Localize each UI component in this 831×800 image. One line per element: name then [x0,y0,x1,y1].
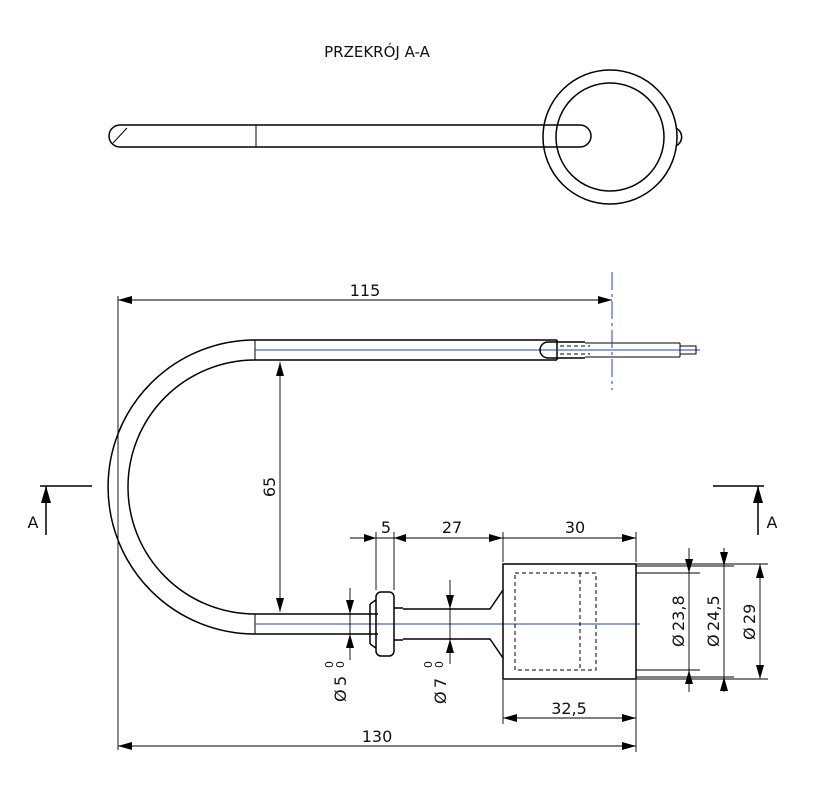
u-wire-outer [107,339,256,635]
dim-d7-text: 7 [431,678,450,688]
section-rod [108,124,545,148]
dim-d5-symbol: Ø [331,689,350,702]
dim-130-arrow-left [118,742,132,750]
dim-d5-tol-lower: 0 [334,661,347,668]
dim-130-arrow-right [622,742,636,750]
u-wire-inner [127,359,256,615]
top-leg-hidden [560,345,590,355]
dim-115-arrow-left [118,296,132,304]
front-view [107,272,700,680]
dim-d24-5-symbol: Ø [704,634,723,647]
dimensions: 115 65 130 5 27 30 32,5 Ø [117,281,768,752]
dim-d23-8-arrow-top [685,559,693,573]
dim-d29-text: 29 [740,604,759,624]
dim-130-text: 130 [362,727,393,746]
section-marker-left-arrow [41,486,51,503]
dim-d24-5-arrow-bottom [720,677,728,691]
dim-d29-arrow-bottom [756,665,764,679]
dim-d23-8-symbol: Ø [669,634,688,647]
rod-hook [545,124,592,148]
section-title: PRZEKRÓJ A-A [324,42,430,61]
top-leg-extension [585,342,697,358]
dim-27-text: 27 [442,518,462,537]
dim-d7-tol-lower: 0 [433,661,446,668]
dim-115-text: 115 [350,281,381,300]
dim-d23-8-arrow-bottom [685,670,693,684]
dim-65-arrow-bottom [276,598,284,612]
section-marker-right-label: A [767,513,778,532]
ring-tab [675,127,683,147]
rod-end-slot [112,127,128,144]
neck-shaft [403,589,504,659]
dim-d5-arrow-top [346,600,354,614]
dim-32-5-text: 32,5 [551,699,587,718]
cap-bore [514,572,597,671]
dim-d23-8-text: 23,8 [669,595,688,631]
dim-30-text: 30 [565,518,585,537]
dim-d5-arrow-bottom [346,634,354,648]
ring-inner [555,82,665,192]
dim-115-arrow-right [598,296,612,304]
dim-5-arrow-left [364,534,376,542]
dim-d5-text: 5 [331,676,350,686]
cap [502,563,637,680]
dim-32-5-arrow-left [503,714,517,722]
ring-outer [542,69,678,205]
dim-d24-5-arrow-top [720,552,728,566]
dim-d7-symbol: Ø [431,691,450,704]
collar-chamfer-left [369,599,377,649]
pin [255,613,378,635]
dim-65-text: 65 [260,477,279,497]
section-marker-left-label: A [28,513,39,532]
section-view: PRZEKRÓJ A-A [108,42,683,205]
dim-65-arrow-top [276,362,284,376]
section-markers: A A [28,485,778,535]
section-marker-right-arrow [753,486,763,503]
dim-d7-arrow-bottom [446,639,454,653]
collar-neck [394,607,403,641]
dim-d5-tol-upper: 0 [323,661,336,668]
dim-30-arrow [622,534,636,542]
dim-27-arrow [489,534,503,542]
dim-32-5-arrow-right [622,714,636,722]
dim-d7-arrow-top [446,595,454,609]
dim-5-arrow-right [394,534,406,542]
top-leg-tip [539,341,585,359]
dim-d29-symbol: Ø [740,627,759,640]
collar [375,591,395,657]
dim-5-text: 5 [381,518,391,537]
dim-d29-arrow-top [756,564,764,578]
dim-d7-tol-upper: 0 [422,661,435,668]
dim-d24-5-text: 24,5 [704,595,723,631]
